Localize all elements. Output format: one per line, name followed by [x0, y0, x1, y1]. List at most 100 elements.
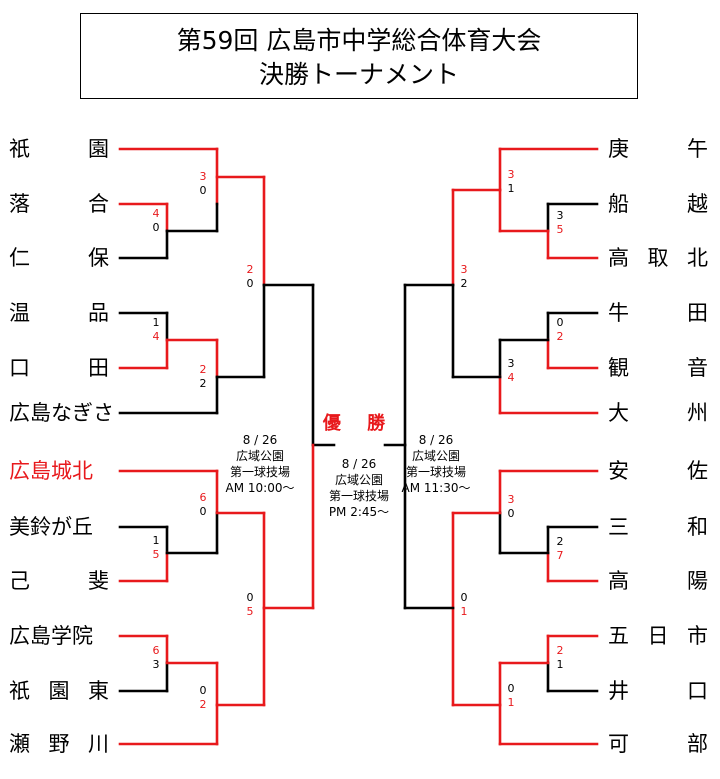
left-team-1: 祇園 [9, 134, 109, 164]
team-name-part: 川 [88, 732, 109, 756]
right-team-11: 井口 [608, 676, 708, 706]
right-semifinal-place: 広域公園 [411, 449, 460, 463]
score-l-r2b-top: 2 [199, 363, 207, 376]
left-team-7: 広島城北 [9, 456, 109, 486]
final-info: 8 / 26 広域公園 第一球技場 PM 2:45〜 [316, 456, 402, 520]
team-name-part: 東 [88, 679, 109, 703]
team-name-part: 越 [687, 192, 708, 216]
score-l-r1a-bottom: 0 [152, 221, 160, 234]
score-l-r2c-bottom: 0 [199, 505, 207, 518]
team-name-part: 祇 [9, 679, 30, 703]
team-name-part: 合 [88, 192, 109, 216]
left-semifinal-time: AM 10:00〜 [225, 481, 295, 495]
right-semifinal-info: 8 / 26 広域公園 第一球技場 AM 11:30〜 [396, 432, 476, 496]
score-r-r1a-bottom: 5 [556, 223, 564, 236]
left-team-11: 祇園東 [9, 676, 109, 706]
team-name-part: 広島なぎさ [9, 401, 114, 425]
left-semifinal-place: 広域公園 [235, 449, 284, 463]
team-name-part: 落 [9, 192, 30, 216]
score-l-r2c-top: 6 [199, 491, 207, 504]
team-name-part: 高 [608, 569, 629, 593]
team-name-part: 州 [687, 401, 708, 425]
team-name-part: 広島学院 [9, 624, 93, 648]
score-l-r2a-top: 3 [199, 170, 207, 183]
right-team-7: 安佐 [608, 456, 708, 486]
right-team-2: 船越 [608, 189, 708, 219]
score-r-r2a-bottom: 1 [507, 182, 515, 195]
score-r-r1d-bottom: 1 [556, 658, 564, 671]
left-semifinal-info: 8 / 26 広域公園 第一球技場 AM 10:00〜 [222, 432, 298, 496]
team-name-part: 口 [9, 356, 30, 380]
score-r-r1b-bottom: 2 [556, 330, 564, 343]
score-l-r1a-top: 4 [152, 207, 160, 220]
score-r-r2b-top: 3 [507, 357, 515, 370]
team-name-part: 温 [9, 301, 30, 325]
team-name-part: 五 [608, 624, 629, 648]
score-r-r2d-top: 0 [507, 682, 515, 695]
score-r-r1c-top: 2 [556, 535, 564, 548]
team-name-part: 市 [687, 624, 708, 648]
score-r-qf1-top: 3 [460, 263, 468, 276]
team-name-part: 広島城北 [9, 459, 93, 483]
left-team-5: 口田 [9, 353, 109, 383]
score-r-r2a-top: 3 [507, 168, 515, 181]
team-name-part: 園 [48, 679, 70, 703]
team-name-part: 大 [608, 401, 629, 425]
left-team-8: 美鈴が丘 [9, 512, 109, 542]
team-name-part: 可 [608, 732, 629, 756]
right-team-5: 観音 [608, 353, 708, 383]
final-field: 第一球技場 [328, 489, 389, 503]
score-l-r1b-bottom: 4 [152, 330, 160, 343]
team-name-part: 野 [48, 732, 70, 756]
team-name-part: 船 [608, 192, 629, 216]
left-team-2: 落合 [9, 189, 109, 219]
right-team-10: 五日市 [608, 621, 708, 651]
team-name-part: 音 [687, 356, 708, 380]
score-r-r1a-top: 3 [556, 209, 564, 222]
team-name-part: 田 [88, 356, 109, 380]
score-r-r2c-bottom: 0 [507, 507, 515, 520]
page-title: 第59回 広島市中学総合体育大会 [176, 26, 542, 55]
team-name-part: 庚 [608, 137, 629, 161]
left-team-3: 仁保 [9, 243, 109, 273]
team-name-part: 保 [88, 246, 109, 270]
score-l-r1c-top: 1 [152, 534, 160, 547]
team-name-part: 北 [687, 246, 708, 270]
score-l-qf1-top: 2 [246, 263, 254, 276]
score-r-r2b-bottom: 4 [507, 371, 515, 384]
team-name-part: 取 [647, 246, 669, 270]
score-r-r1d-top: 2 [556, 644, 564, 657]
score-l-r2d-top: 0 [199, 684, 207, 697]
team-name-part: 美鈴が丘 [9, 515, 93, 539]
left-team-10: 広島学院 [9, 621, 109, 651]
score-r-qf2-top: 0 [460, 591, 468, 604]
team-name-part: 高 [608, 246, 629, 270]
right-team-4: 牛田 [608, 298, 708, 328]
score-l-qf2-bottom: 5 [246, 605, 254, 618]
team-name-part: 口 [687, 679, 708, 703]
score-r-qf1-bottom: 2 [460, 277, 468, 290]
score-l-r2d-bottom: 2 [199, 698, 207, 711]
score-l-r1b-top: 1 [152, 316, 160, 329]
score-l-r2b-bottom: 2 [199, 377, 207, 390]
team-name-part: 陽 [687, 569, 708, 593]
score-l-r1c-bottom: 5 [152, 548, 160, 561]
team-name-part: 部 [687, 732, 708, 756]
score-l-r1d-bottom: 3 [152, 658, 160, 671]
right-team-1: 庚午 [608, 134, 708, 164]
score-r-r1c-bottom: 7 [556, 549, 564, 562]
champion-label: 優 勝 [322, 413, 396, 434]
team-name-part: 観 [608, 356, 629, 380]
team-name-part: 和 [687, 515, 708, 539]
team-name-part: 日 [647, 624, 669, 648]
team-name-part: 祇 [9, 137, 30, 161]
left-team-6: 広島なぎさ [9, 398, 114, 428]
score-r-qf2-bottom: 1 [460, 605, 468, 618]
team-name-part: 斐 [88, 569, 109, 593]
right-semifinal-time: AM 11:30〜 [401, 481, 471, 495]
left-team-12: 瀬野川 [9, 729, 109, 759]
title-box: 第59回 広島市中学総合体育大会 決勝トーナメント [80, 13, 638, 99]
left-semifinal-field: 第一球技場 [229, 465, 290, 479]
team-name-part: 牛 [608, 301, 629, 325]
right-team-12: 可部 [608, 729, 708, 759]
